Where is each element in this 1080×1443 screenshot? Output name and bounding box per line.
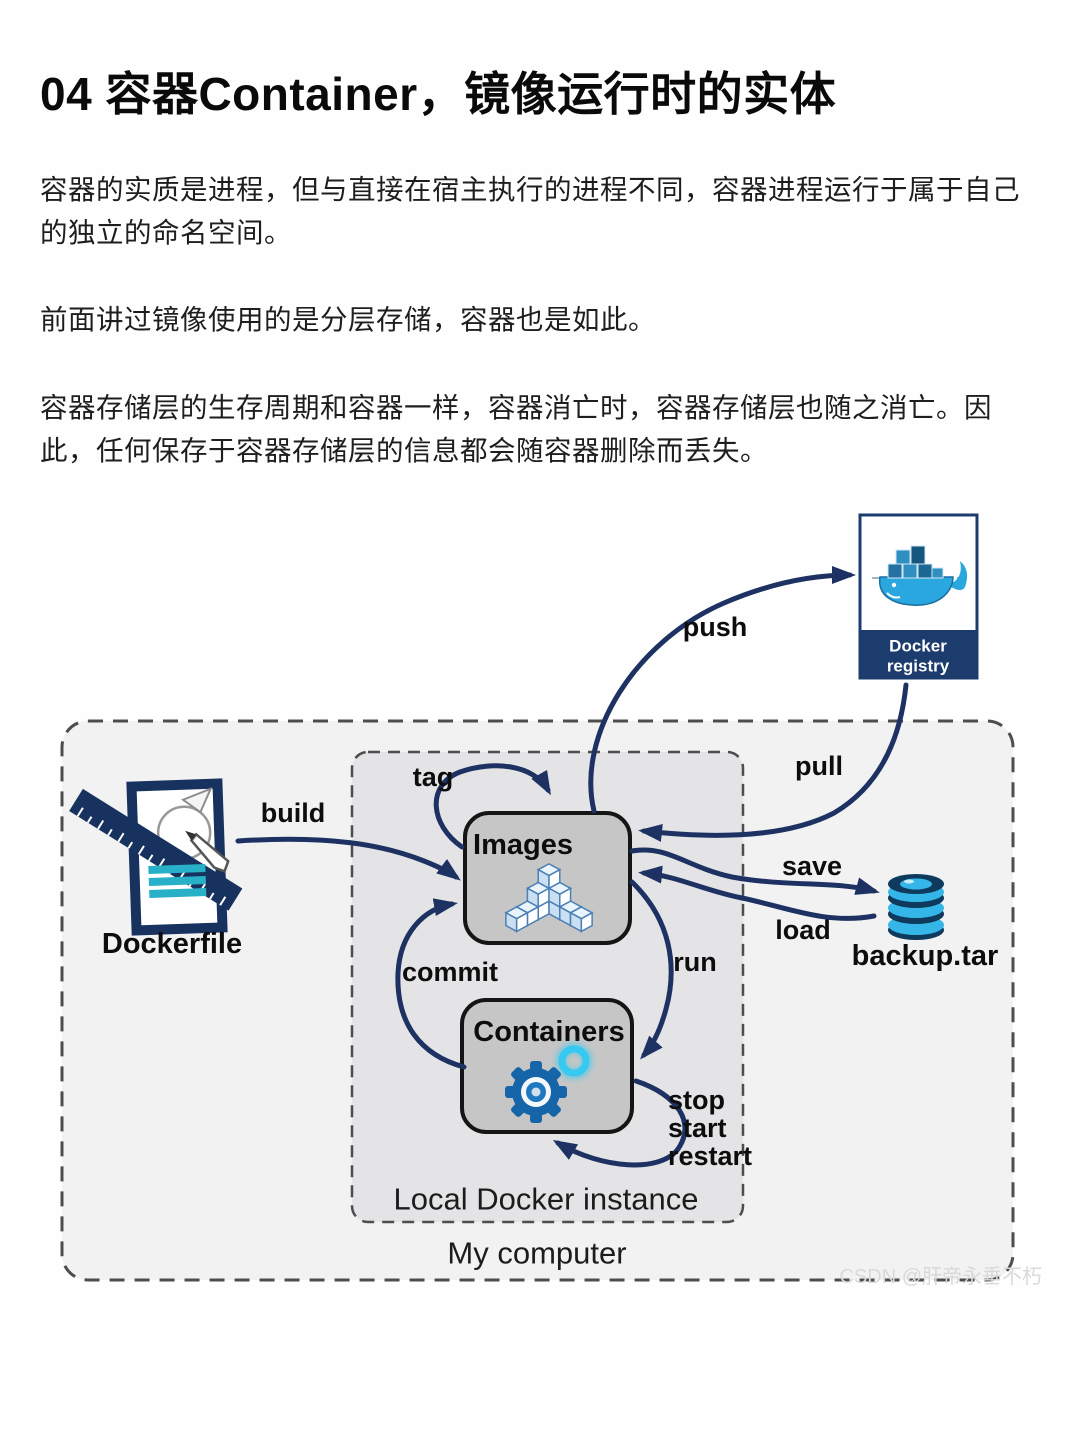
watermark: CSDN @肝帝永垂不朽	[839, 1265, 1042, 1288]
save-arrow	[629, 847, 880, 895]
containers-node: Containers	[460, 998, 634, 1134]
start-label: start	[668, 1113, 727, 1143]
page-title: 04 容器Container，镜像运行时的实体	[40, 68, 837, 120]
paragraph-3: 容器存储层的生存周期和容器一样，容器消亡时，容器存储层也随之消亡。因此，任何保存…	[40, 391, 992, 467]
stop-label: stop	[668, 1085, 725, 1115]
docker-architecture-diagram: Local Docker instance My computer Images	[0, 495, 1080, 1310]
load-arrow	[638, 865, 877, 921]
commit-label: commit	[402, 957, 498, 987]
pull-label: pull	[795, 751, 843, 781]
docker-registry-node: Docker registry	[858, 513, 979, 680]
docker-whale-icon	[872, 545, 968, 606]
backup-tar-node: backup.tar	[852, 874, 999, 972]
stop-start-restart-arrow	[552, 1078, 688, 1168]
registry-label-line1: Docker	[889, 637, 947, 656]
database-cylinder-icon	[888, 874, 944, 940]
run-label: run	[673, 947, 717, 977]
load-label: load	[775, 915, 831, 945]
commit-arrow	[395, 898, 467, 1070]
local-docker-instance-label: Local Docker instance	[394, 1182, 699, 1217]
save-label: save	[782, 851, 842, 881]
tag-arrow	[433, 763, 551, 850]
restart-label: restart	[668, 1141, 752, 1171]
paragraph-1: 容器的实质是进程，但与直接在宿主执行的进程不同，容器进程运行于属于自己的独立的命…	[40, 173, 1020, 248]
backup-tar-label: backup.tar	[852, 940, 999, 972]
push-arrow	[588, 566, 856, 814]
dockerfile-label: Dockerfile	[102, 928, 242, 960]
dockerfile-node: Dockerfile	[69, 778, 243, 960]
build-arrow	[235, 836, 461, 881]
containers-label: Containers	[473, 1016, 624, 1048]
tag-label: tag	[413, 762, 454, 792]
gears-icon	[505, 1042, 593, 1123]
images-label: Images	[473, 829, 573, 861]
paragraph-2: 前面讲过镜像使用的是分层存储，容器也是如此。	[40, 304, 656, 336]
dockerfile-icon	[69, 778, 243, 936]
build-label: build	[261, 798, 325, 828]
images-node: Images	[463, 811, 632, 945]
run-arrow	[629, 879, 674, 1060]
my-computer-label: My computer	[447, 1236, 626, 1271]
push-label: push	[683, 612, 748, 642]
pull-arrow	[638, 682, 909, 842]
registry-label-line2: registry	[887, 657, 950, 676]
